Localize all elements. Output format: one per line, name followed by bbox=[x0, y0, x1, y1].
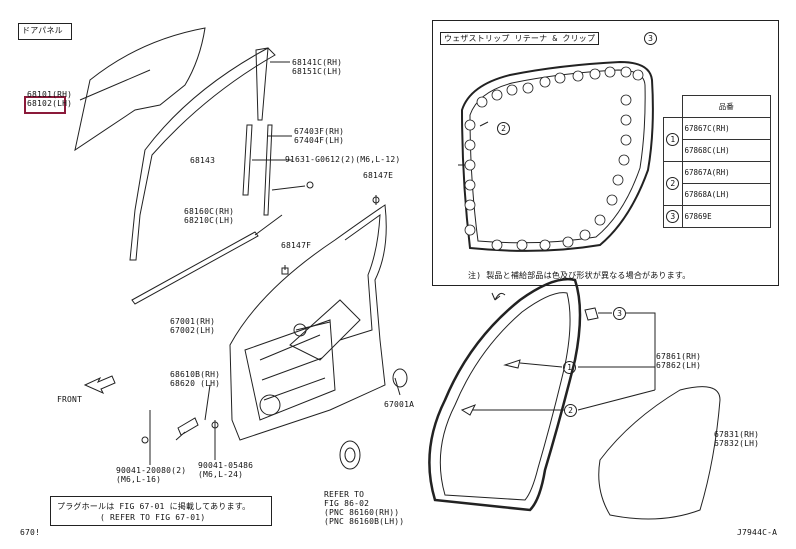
highlight-68102[interactable] bbox=[24, 96, 66, 114]
clip-marker bbox=[620, 114, 632, 126]
clip-marker bbox=[620, 134, 632, 146]
section-title: ドアパネル bbox=[22, 26, 63, 35]
inset-callout-3: 3 bbox=[644, 32, 657, 45]
clip-marker bbox=[464, 139, 476, 151]
callout-3: 3 bbox=[613, 307, 626, 320]
clip-marker bbox=[620, 94, 632, 106]
part-67831[interactable]: 67831(RH)67832(LH) bbox=[714, 430, 760, 448]
inset-note: 注) 製品と補給部品は色及び形状が異なる場合があります。 bbox=[468, 271, 691, 280]
clip-marker bbox=[589, 68, 601, 80]
clip-marker bbox=[572, 70, 584, 82]
table-cell: 67869E bbox=[681, 204, 771, 228]
part-67861[interactable]: 67861(RH)67862(LH) bbox=[656, 352, 702, 370]
clip-marker bbox=[464, 199, 476, 211]
page-code: 670! bbox=[20, 528, 41, 537]
row-marker-3: 3 bbox=[666, 209, 680, 223]
part-68610b[interactable]: 68610B(RH)68620 (LH) bbox=[170, 370, 221, 388]
part-67001a[interactable]: 67001A bbox=[384, 400, 415, 409]
clip-marker bbox=[612, 174, 624, 186]
bottom-note-line1: プラグホールは FIG 67-01 に掲載してあります。 bbox=[57, 502, 251, 511]
table-header: 品番 bbox=[681, 95, 771, 118]
clip-marker bbox=[464, 159, 476, 171]
clip-marker bbox=[464, 224, 476, 236]
bottom-note-line2: ( REFER TO FIG 67-01) bbox=[100, 513, 206, 522]
clip-marker bbox=[464, 119, 476, 131]
part-67001[interactable]: 67001(RH)67002(LH) bbox=[170, 317, 216, 335]
inset-title: ウェザストリップ リテーナ & クリップ bbox=[440, 32, 600, 45]
part-68160c[interactable]: 68160C(RH)68210C(LH) bbox=[184, 207, 235, 225]
clip-marker bbox=[464, 179, 476, 191]
row-marker-2: 2 bbox=[666, 176, 680, 190]
part-90041-20080[interactable]: 90041-20080(2)(M6,L-16) bbox=[116, 466, 187, 484]
clip-marker bbox=[620, 66, 632, 78]
clip-marker bbox=[604, 66, 616, 78]
callout-2: 2 bbox=[564, 404, 577, 417]
clip-marker bbox=[539, 239, 551, 251]
clip-marker bbox=[522, 82, 534, 94]
clip-marker bbox=[491, 239, 503, 251]
weatherstrip-inset bbox=[432, 20, 779, 286]
clip-marker bbox=[506, 84, 518, 96]
clip-marker bbox=[594, 214, 606, 226]
part-68147e[interactable]: 68147E bbox=[363, 171, 394, 180]
section-title-box bbox=[18, 23, 72, 40]
clip-marker bbox=[516, 239, 528, 251]
clip-marker bbox=[554, 72, 566, 84]
clip-marker bbox=[562, 236, 574, 248]
front-label: FRONT bbox=[57, 395, 83, 404]
bottom-note-box bbox=[50, 496, 272, 526]
clip-marker bbox=[539, 76, 551, 88]
clip-marker bbox=[618, 154, 630, 166]
callout-1: 1 bbox=[563, 361, 576, 374]
clip-marker bbox=[491, 89, 503, 101]
part-68101[interactable]: 68101(RH)68102(LH) bbox=[27, 90, 73, 108]
part-91631[interactable]: 91631-G0612(2)(M6,L-12) bbox=[285, 155, 401, 164]
row-marker-1: 1 bbox=[666, 132, 680, 146]
clip-marker bbox=[632, 69, 644, 81]
inset-callout-2: 2 bbox=[497, 122, 510, 135]
part-68143[interactable]: 68143 bbox=[190, 156, 216, 165]
part-90041-05486[interactable]: 90041-05486(M6,L-24) bbox=[198, 461, 254, 479]
part-68141c[interactable]: 68141C(RH)68151C(LH) bbox=[292, 58, 343, 76]
diagram-id: J7944C-A bbox=[737, 528, 778, 537]
part-67403f[interactable]: 67403F(RH)67404F(LH) bbox=[294, 127, 345, 145]
clip-marker bbox=[579, 229, 591, 241]
clip-marker bbox=[476, 96, 488, 108]
part-68147f[interactable]: 68147F bbox=[281, 241, 312, 250]
clip-marker bbox=[606, 194, 618, 206]
